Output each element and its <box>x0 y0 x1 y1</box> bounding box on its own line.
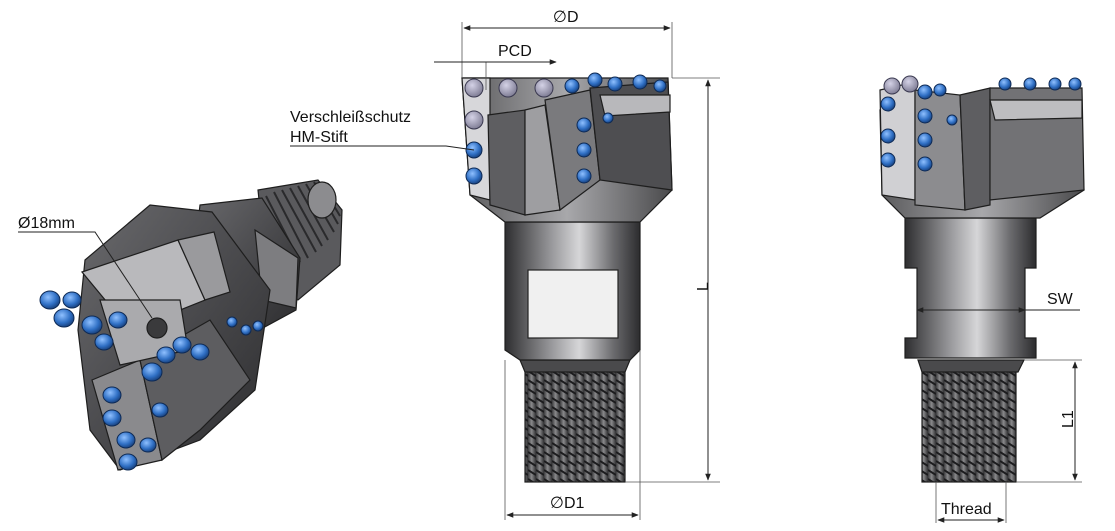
diameter-d-label: ∅D <box>553 9 579 26</box>
isometric-view: Ø18mm <box>18 179 343 471</box>
side-cutters <box>880 77 1082 172</box>
verschleissschutz-label: Verschleißschutz <box>290 109 411 126</box>
side-shank <box>904 217 1037 359</box>
pcd-label: PCD <box>498 43 532 60</box>
diameter-d1-label: ∅D1 <box>550 495 584 512</box>
sw-label: SW <box>1047 291 1074 308</box>
length-l1-label: L1 <box>1060 410 1077 428</box>
hm-stift-label: HM-Stift <box>290 129 348 146</box>
front-carbide-pins <box>464 78 554 130</box>
thread-label: Thread <box>941 501 992 518</box>
front-view: ∅D PCD Verschleißschutz HM-Stift L ∅D1 <box>290 9 720 520</box>
iso-cutters <box>39 290 264 471</box>
front-shank-flat <box>527 269 619 339</box>
front-thread <box>524 361 626 483</box>
side-thread <box>921 369 1017 483</box>
side-carbide-pins <box>883 75 919 95</box>
length-l-label: L <box>695 282 712 291</box>
side-view: SW L1 Thread <box>879 75 1085 523</box>
diameter-18mm-label: Ø18mm <box>18 215 75 232</box>
